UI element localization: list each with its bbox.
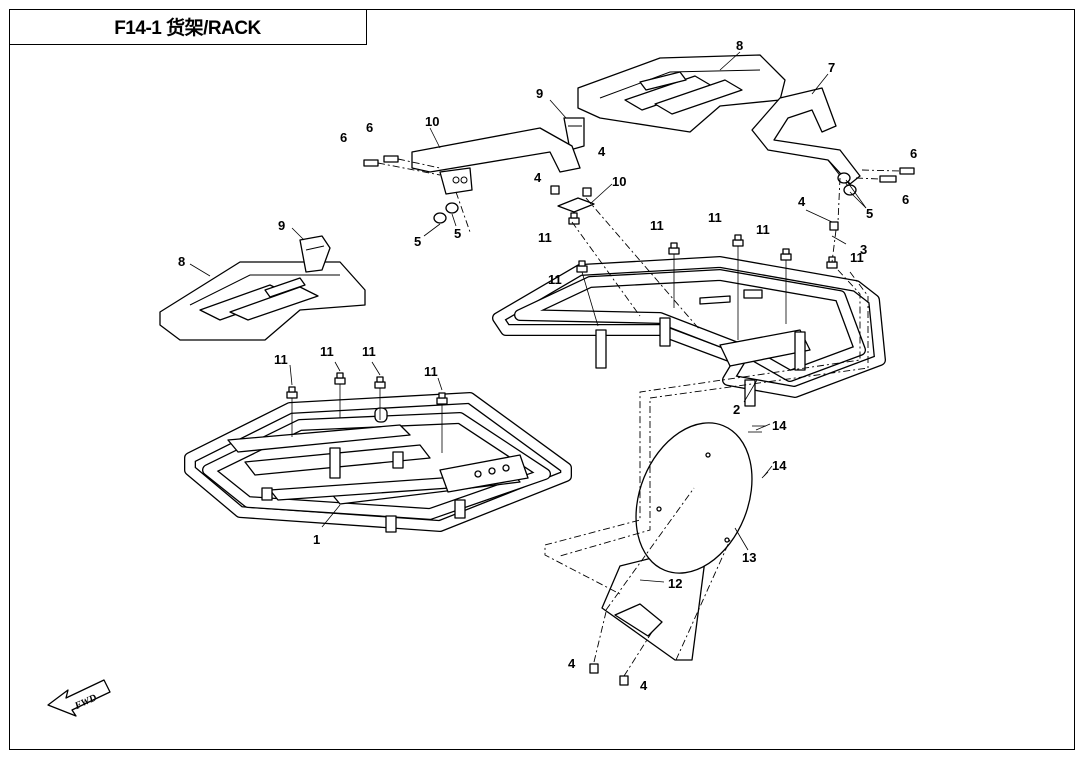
- callout-leaders: [189, 51, 867, 583]
- diagram-title: F14-1 货架/RACK: [114, 18, 261, 39]
- callout-9a: 9: [278, 218, 285, 233]
- callout-4e: 4: [640, 678, 648, 693]
- callout-11j: 11: [850, 250, 864, 265]
- callout-4c: 4: [798, 194, 806, 209]
- callout-7: 7: [828, 60, 835, 75]
- drawing-frame: [9, 9, 1075, 750]
- bolt-part-6: [363, 155, 915, 183]
- callout-4d: 4: [568, 656, 576, 671]
- nut-part-4: [550, 185, 839, 686]
- callout-11c: 11: [362, 344, 376, 359]
- callout-3: 3: [860, 242, 867, 257]
- front-rack-part-1: [184, 392, 572, 533]
- callout-11g: 11: [650, 218, 664, 233]
- callout-14a: 14: [772, 418, 787, 433]
- callout-14b: 14: [772, 458, 787, 473]
- bracket-part-9-left: [299, 235, 331, 273]
- callout-numbers: 1 2 3 4 4 4 4 4 5 5 5 6 6 6 6 7 8 8 9 9 …: [178, 38, 917, 693]
- callout-11f: 11: [548, 272, 562, 287]
- callout-6b: 6: [366, 120, 373, 135]
- callout-6a: 6: [340, 130, 347, 145]
- title-block: F14-1 货架/RACK: [9, 9, 367, 45]
- callout-5b: 5: [454, 226, 461, 241]
- callout-11h: 11: [708, 210, 722, 225]
- callout-4a: 4: [534, 170, 542, 185]
- callout-2: 2: [733, 402, 740, 417]
- callout-1: 1: [313, 532, 320, 547]
- callout-13: 13: [742, 550, 756, 565]
- callout-5c: 5: [866, 206, 873, 221]
- callout-4b: 4: [598, 144, 606, 159]
- tire-carrier-part-12: [601, 555, 706, 661]
- callout-6d: 6: [902, 192, 909, 207]
- callout-11b: 11: [320, 344, 334, 359]
- plate-part-10: [557, 197, 595, 213]
- rear-rack-part-2: [492, 256, 886, 407]
- assembly-centerlines: [455, 177, 869, 677]
- rack-mat-part-8-right: [577, 54, 786, 133]
- rack-mat-part-8-left: [159, 261, 366, 341]
- callout-10a: 10: [425, 114, 439, 129]
- callout-11a: 11: [274, 352, 288, 367]
- bracket-part-9-right: [563, 117, 585, 151]
- callout-11i: 11: [756, 222, 770, 237]
- callout-8b: 8: [736, 38, 743, 53]
- callout-10b: 10: [612, 174, 626, 189]
- callout-6c: 6: [910, 146, 917, 161]
- rear-handle-part-7: [751, 87, 861, 187]
- callout-5a: 5: [414, 234, 421, 249]
- callout-11d: 11: [424, 364, 438, 379]
- callout-12: 12: [668, 576, 682, 591]
- flange-bolts-part-11: [286, 212, 838, 453]
- grab-handle-part-10: [411, 127, 581, 195]
- bushing-part-5: [433, 172, 857, 224]
- callout-11e: 11: [538, 230, 552, 245]
- callout-9b: 9: [536, 86, 543, 101]
- callout-8a: 8: [178, 254, 185, 269]
- spare-tire-cover-part-13: [635, 422, 753, 574]
- forward-direction-arrow: FWD: [47, 679, 111, 717]
